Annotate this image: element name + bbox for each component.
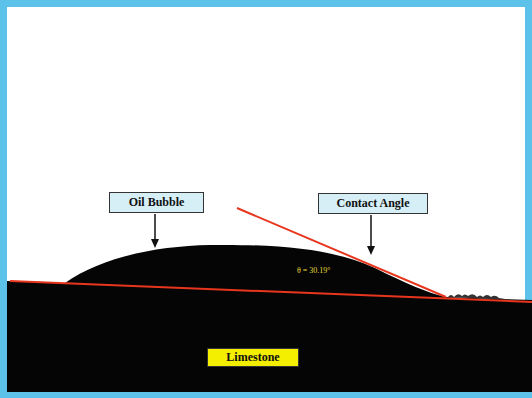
- leader-line: [154, 214, 156, 240]
- box-text: Oil Bubble: [129, 195, 185, 210]
- box-text: Contact Angle: [337, 196, 410, 211]
- tangent-line: [237, 208, 446, 297]
- arrow-head: [151, 239, 159, 248]
- oil-bubble: [7, 245, 532, 392]
- angle-value: θ = 30.19°: [297, 266, 331, 275]
- baseline: [10, 281, 532, 302]
- leader-line: [370, 215, 372, 247]
- box-text: Limestone: [226, 350, 279, 365]
- callout-box: Contact Angle: [318, 193, 428, 214]
- arrow-head: [367, 246, 375, 255]
- material-label: Limestone: [207, 348, 299, 367]
- callout-box: Oil Bubble: [109, 192, 204, 213]
